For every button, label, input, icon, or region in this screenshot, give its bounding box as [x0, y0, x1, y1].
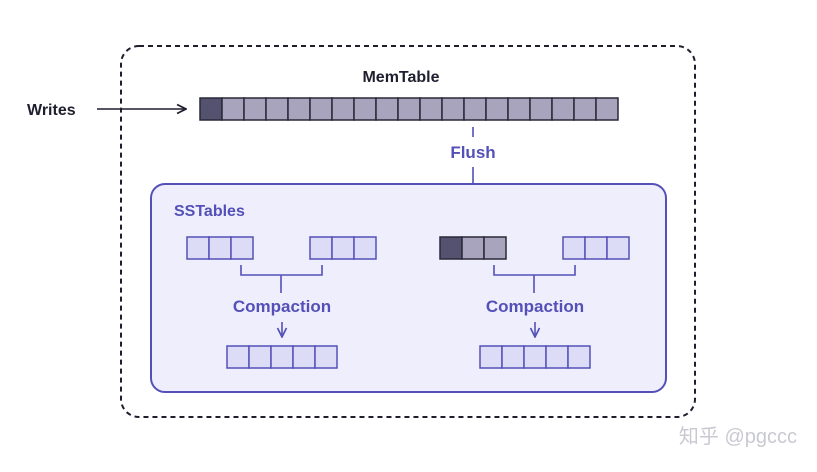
writes-label: Writes: [27, 102, 76, 119]
outer-boundary: [120, 45, 696, 418]
memtable-label: MemTable: [362, 69, 439, 86]
flush-label: Flush: [450, 143, 495, 162]
memtable-block-cell: [331, 97, 355, 121]
compaction-bracket-right: [493, 265, 576, 293]
sstable-right-b: [562, 236, 630, 260]
sstable-left-a-cell: [230, 236, 254, 260]
sstable-left-b: [309, 236, 377, 260]
memtable-block-cell: [397, 97, 421, 121]
memtable-bar: [199, 97, 619, 121]
sstable-flushed-cell: [483, 236, 507, 260]
memtable-block-cell: [463, 97, 487, 121]
sstable-compacted-right-cell: [567, 345, 591, 369]
sstables-panel: [150, 183, 667, 393]
memtable-block-cell: [485, 97, 509, 121]
memtable-block-cell: [353, 97, 377, 121]
sstable-compacted-right-cell: [523, 345, 547, 369]
memtable-block-cell: [287, 97, 311, 121]
memtable-block-cell: [375, 97, 399, 121]
memtable-block-cell: [419, 97, 443, 121]
memtable-block-cell: [199, 97, 223, 121]
sstable-groups: [186, 236, 630, 369]
memtable-block-cell: [221, 97, 245, 121]
sstable-flushed-cell: [439, 236, 463, 260]
sstable-flushed: [439, 236, 507, 260]
sstable-compacted-right-cell: [501, 345, 525, 369]
sstable-left-a-cell: [208, 236, 232, 260]
memtable-block-cell: [507, 97, 531, 121]
sstable-right-b-cell: [606, 236, 630, 260]
sstable-compacted-left-cell: [226, 345, 250, 369]
memtable-block-cell: [529, 97, 553, 121]
sstable-compacted-left-cell: [292, 345, 316, 369]
sstable-right-b-cell: [562, 236, 586, 260]
sstable-left-b-cell: [331, 236, 355, 260]
sstables-label: SSTables: [174, 203, 245, 220]
sstable-compacted-left-cell: [248, 345, 272, 369]
sstable-compacted-left-cell: [270, 345, 294, 369]
watermark: 知乎 @pgccc: [679, 425, 797, 448]
sstable-compacted-right: [479, 345, 591, 369]
memtable-block-cell: [441, 97, 465, 121]
sstable-compacted-left-cell: [314, 345, 338, 369]
memtable-block: [199, 97, 619, 121]
sstable-flushed-cell: [461, 236, 485, 260]
sstable-compacted-right-cell: [479, 345, 503, 369]
sstable-left-b-cell: [353, 236, 377, 260]
memtable-block-cell: [265, 97, 289, 121]
memtable-block-cell: [595, 97, 619, 121]
sstable-right-b-cell: [584, 236, 608, 260]
sstable-compacted-right-cell: [545, 345, 569, 369]
memtable-block-cell: [243, 97, 267, 121]
memtable-block-cell: [551, 97, 575, 121]
compaction-label-left: Compaction: [233, 297, 331, 316]
sstable-compacted-left: [226, 345, 338, 369]
memtable-block-cell: [309, 97, 333, 121]
compaction-label-right: Compaction: [486, 297, 584, 316]
memtable-block-cell: [573, 97, 597, 121]
compaction-bracket-left: [240, 265, 323, 293]
sstable-left-b-cell: [309, 236, 333, 260]
sstable-left-a-cell: [186, 236, 210, 260]
sstable-left-a: [186, 236, 254, 260]
